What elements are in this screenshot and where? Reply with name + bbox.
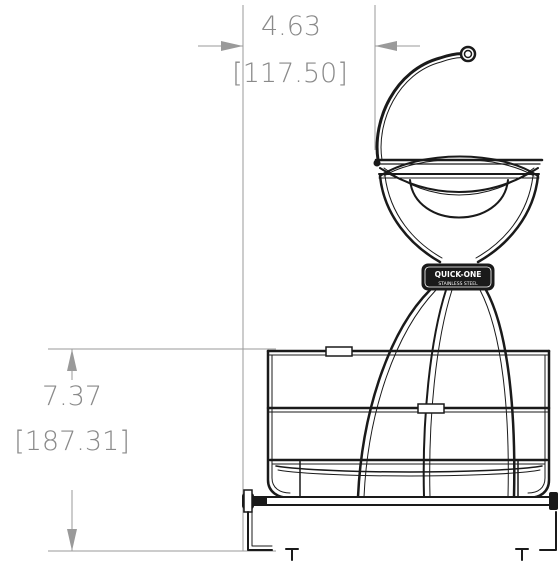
width-value-mm: [117.50] — [232, 58, 348, 89]
width-arrow-left — [221, 41, 243, 51]
screw-right — [515, 548, 529, 561]
width-arrow-right — [375, 41, 397, 51]
mounting-base — [242, 489, 558, 561]
caddy-drawing: QUICK-ONE STAINLESS STEEL — [242, 45, 558, 561]
height-value-inch: 7.37 — [42, 381, 102, 412]
support-legs — [356, 288, 516, 499]
height-dimension: 7.37 [187.31] — [14, 348, 276, 552]
height-value-mm: [187.31] — [14, 426, 130, 457]
label-plate-line1: QUICK-ONE — [435, 270, 482, 279]
label-plate: QUICK-ONE STAINLESS STEEL — [421, 263, 495, 291]
label-plate-line2: STAINLESS STEEL — [438, 281, 478, 287]
height-arrow-top — [67, 349, 77, 371]
lower-basket — [266, 346, 551, 500]
width-value-inch: 4.63 — [261, 11, 321, 42]
height-arrow-bottom — [67, 529, 77, 551]
carry-handle — [373, 45, 477, 167]
upper-basket — [374, 155, 544, 264]
width-dimension: 4.63 [117.50] — [198, 5, 420, 551]
screw-left — [285, 548, 299, 561]
